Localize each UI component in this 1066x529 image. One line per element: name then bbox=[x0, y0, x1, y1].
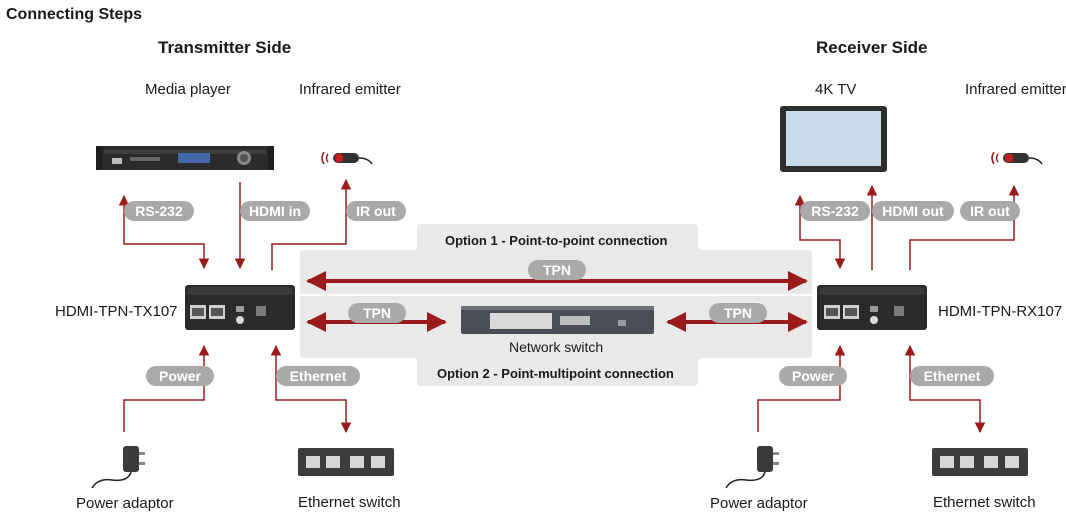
tx-hdmi-pill: HDMI in bbox=[240, 201, 310, 221]
rx-hdmi-pill: HDMI out bbox=[872, 201, 954, 221]
tx-power-line bbox=[123, 344, 210, 432]
rx-ethernet-pill: Ethernet bbox=[910, 366, 994, 386]
ir-emitter-rx-label: Infrared emitter bbox=[965, 81, 1066, 98]
power-adaptor-tx-label: Power adaptor bbox=[76, 495, 174, 512]
tv-label: 4K TV bbox=[815, 81, 857, 98]
page-title: Connecting Steps bbox=[6, 6, 143, 23]
rx-rs232-pill: RS-232 bbox=[800, 201, 870, 221]
tx-rs232-pill: RS-232 bbox=[124, 201, 194, 221]
ethernet-switch-tx-image bbox=[298, 448, 394, 476]
tx-rs232-line bbox=[118, 194, 210, 270]
ethernet-switch-tx-label: Ethernet switch bbox=[298, 494, 401, 511]
tv-image bbox=[780, 106, 887, 172]
tpn-pill-right: TPN bbox=[709, 303, 767, 323]
rx-device-image bbox=[817, 285, 927, 330]
option1-label: Option 1 - Point-to-point connection bbox=[445, 233, 668, 248]
transmitter-title: Transmitter Side bbox=[158, 38, 292, 57]
option-divider bbox=[300, 294, 812, 296]
tx-power-pill: Power bbox=[146, 366, 214, 386]
rx-ir-line bbox=[909, 184, 1020, 270]
tx-ethernet-line bbox=[270, 344, 352, 434]
network-switch-label: Network switch bbox=[509, 339, 604, 355]
ethernet-switch-rx-label: Ethernet switch bbox=[933, 494, 1036, 511]
option2-label: Option 2 - Point-multipoint connection bbox=[437, 366, 674, 381]
media-player-image bbox=[96, 146, 274, 170]
power-adaptor-rx-image bbox=[725, 446, 779, 489]
network-switch-image bbox=[461, 306, 654, 334]
power-adaptor-tx-image bbox=[91, 446, 145, 489]
tx-device-image bbox=[185, 285, 295, 330]
ir-emitter-tx-image bbox=[321, 151, 373, 165]
rx-rs232-line bbox=[794, 194, 846, 270]
tx-ir-pill: IR out bbox=[346, 201, 406, 221]
tpn-pill-top: TPN bbox=[528, 260, 586, 280]
rx-ethernet-line bbox=[904, 344, 986, 434]
tpn-pill-left: TPN bbox=[348, 303, 406, 323]
rx-ir-pill: IR out bbox=[960, 201, 1020, 221]
power-adaptor-rx-label: Power adaptor bbox=[710, 495, 808, 512]
ir-emitter-rx-image bbox=[991, 151, 1043, 165]
receiver-title: Receiver Side bbox=[816, 38, 928, 57]
tx-device-label: HDMI-TPN-TX107 bbox=[55, 303, 178, 320]
rx-power-line bbox=[757, 344, 846, 432]
rx-device-label: HDMI-TPN-RX107 bbox=[938, 303, 1063, 320]
ir-emitter-tx-label: Infrared emitter bbox=[299, 81, 401, 98]
media-player-label: Media player bbox=[145, 81, 231, 98]
ethernet-switch-rx-image bbox=[932, 448, 1028, 476]
option-panel bbox=[300, 224, 812, 386]
rx-power-pill: Power bbox=[779, 366, 847, 386]
tx-ethernet-pill: Ethernet bbox=[276, 366, 360, 386]
